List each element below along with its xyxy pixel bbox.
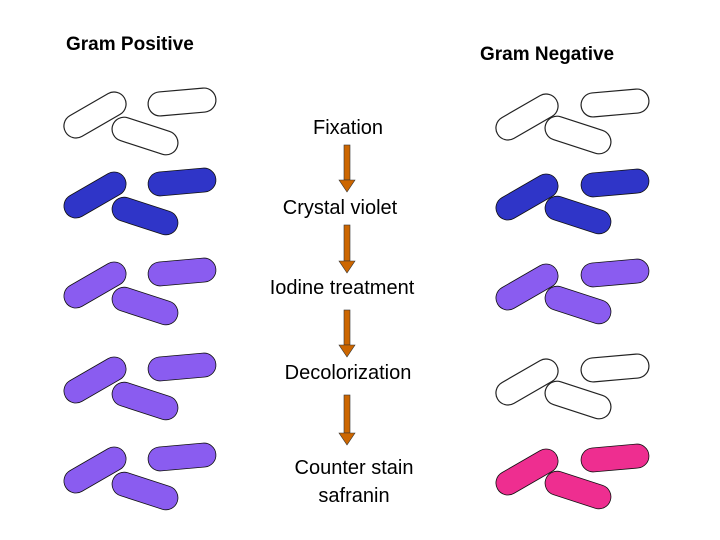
gram-negative-row4-bacterium-1 [495,358,559,406]
gram-negative-row3-bacterium-2 [580,258,650,288]
gram-negative-row2-bacterium-3 [544,195,612,235]
step-fixation-label: Fixation [313,117,383,139]
arrow-head-1 [338,179,356,193]
arrow-shaft-3 [343,309,351,346]
step-labels: Fixation Crystal violet Iodine treatment… [270,117,415,507]
gram-positive-title: Gram Positive [66,34,194,55]
arrow-shaft-2 [343,224,351,262]
gram-positive-row2-bacterium-2 [147,167,217,197]
gram-negative-row3-bacterium-1 [495,263,559,311]
step-decolorization-label: Decolorization [285,362,412,384]
gram-positive-row5-bacterium-1 [63,446,127,494]
gram-positive-row1-bacterium-3 [111,116,179,156]
arrow-shaft-1 [343,144,351,181]
gram-positive-row1-bacterium-1 [63,91,127,139]
gram-positive-row2-bacterium-3 [111,196,179,236]
gram-positive-row3-bacterium-1 [63,261,127,309]
step-safranin-label: safranin [318,485,389,507]
process-arrows [338,144,356,446]
arrow-head-3 [338,344,356,358]
gram-positive-row1-bacterium-2 [147,87,217,117]
gram-positive-row5-bacterium-2 [147,442,217,472]
gram-positive-row3-bacterium-3 [111,286,179,326]
gram-positive-column [63,87,217,511]
gram-positive-row4-bacterium-1 [63,356,127,404]
gram-negative-title: Gram Negative [480,44,614,65]
arrow-head-2 [338,260,356,274]
gram-negative-row4-bacterium-3 [544,380,612,420]
gram-negative-row2-bacterium-2 [580,168,650,198]
arrow-head-4 [338,432,356,446]
step-crystal-violet-label: Crystal violet [283,197,398,219]
step-iodine-label: Iodine treatment [270,277,415,299]
gram-negative-column [495,88,650,510]
gram-negative-row5-bacterium-3 [544,470,612,510]
gram-negative-row5-bacterium-1 [495,448,559,496]
gram-positive-row5-bacterium-3 [111,471,179,511]
gram-negative-row2-bacterium-1 [495,173,559,221]
gram-negative-row1-bacterium-3 [544,115,612,155]
step-counter-stain-label: Counter stain [295,457,414,479]
gram-negative-row1-bacterium-2 [580,88,650,118]
gram-positive-row2-bacterium-1 [63,171,127,219]
gram-negative-row1-bacterium-1 [495,93,559,141]
gram-negative-row3-bacterium-3 [544,285,612,325]
gram-positive-row3-bacterium-2 [147,257,217,287]
gram-negative-row4-bacterium-2 [580,353,650,383]
gram-negative-row5-bacterium-2 [580,443,650,473]
gram-positive-row4-bacterium-2 [147,352,217,382]
gram-positive-row4-bacterium-3 [111,381,179,421]
arrow-shaft-4 [343,394,351,434]
